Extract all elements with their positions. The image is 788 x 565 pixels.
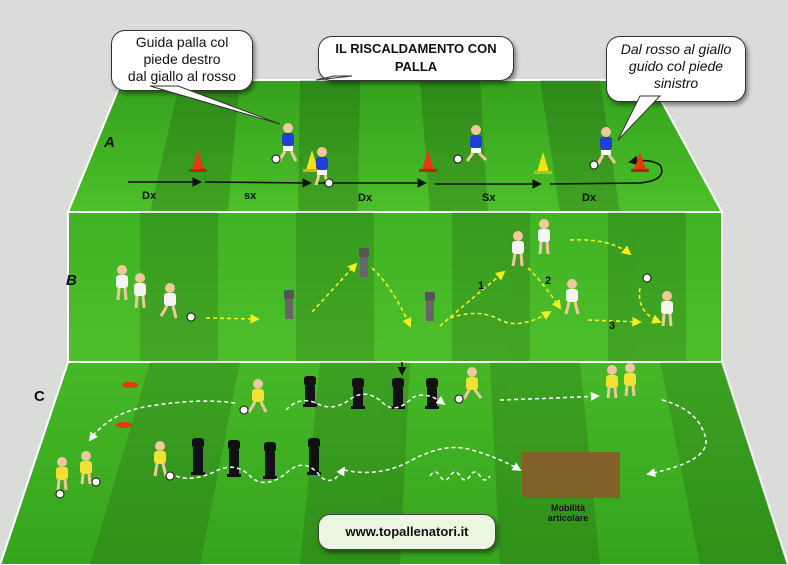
player-white (511, 231, 524, 267)
page-title: IL RISCALDAMENTO CON PALLA (335, 41, 497, 74)
row-label-b: B (66, 272, 77, 289)
step-number: 2 (545, 275, 552, 287)
marker-red (116, 422, 132, 428)
mobility-zone (522, 452, 620, 498)
ball (642, 273, 652, 283)
lane-label: Sx (482, 192, 496, 204)
mobility-line: articolare (547, 513, 589, 523)
mannequin (359, 248, 369, 277)
cone-red (419, 150, 437, 172)
website-link[interactable]: www.topallenatori.it (318, 514, 496, 550)
ball (186, 312, 196, 322)
callout-line: guido col piede (628, 58, 724, 74)
cone-red (189, 150, 207, 172)
player-white (564, 279, 580, 315)
instruction-callout-right: Dal rosso al giallo guido col piede sini… (606, 36, 746, 102)
player-blue (314, 147, 334, 188)
step-number: 1 (478, 280, 485, 292)
path-b-yellow (205, 238, 662, 328)
marker-red (122, 382, 138, 388)
player-white (134, 273, 146, 309)
mannequin (191, 438, 205, 475)
callout-line: dal giallo al rosso (127, 68, 237, 84)
lane-label: Dx (358, 192, 373, 204)
step-number: 3 (609, 320, 616, 332)
player-blue (271, 123, 298, 164)
callout-line: piede destro (143, 51, 221, 67)
player-white (661, 291, 673, 327)
player-yellow (606, 365, 618, 399)
player-yellow (454, 367, 483, 404)
mannequin (425, 292, 435, 321)
pitch-section-b (67, 211, 723, 363)
title-callout: IL RISCALDAMENTO CON PALLA (318, 36, 514, 81)
cone-yellow (303, 150, 321, 172)
mannequin (227, 440, 241, 477)
player-yellow (624, 363, 636, 397)
callout-line: Dal rosso al giallo (620, 41, 732, 57)
instruction-callout-left: Guida palla col piede destro dal giallo … (111, 30, 253, 91)
cone-red (631, 152, 649, 172)
mobility-label: Mobilità articolare (528, 503, 608, 523)
lane-label: Dx (582, 192, 597, 204)
path-c-white (88, 391, 707, 484)
player-white (538, 219, 550, 255)
row-label-a: A (104, 134, 115, 151)
mobility-line: Mobilità (551, 503, 585, 513)
callout-line: sinistro (653, 75, 699, 91)
player-white (159, 283, 178, 319)
lane-label: sx (244, 190, 257, 202)
mannequin (263, 442, 277, 479)
player-yellow (55, 457, 68, 499)
cone-yellow (534, 152, 552, 174)
player-blue (453, 125, 488, 164)
mannequin-row-top (303, 376, 439, 409)
mannequin-row-bottom (191, 438, 321, 479)
mannequin (284, 290, 294, 319)
player-blue (589, 127, 617, 170)
mannequin (303, 376, 317, 407)
player-yellow (239, 379, 268, 415)
player-yellow (80, 451, 101, 487)
row-label-c: C (34, 388, 45, 405)
callout-line: Guida palla col (135, 34, 229, 50)
mannequin (351, 378, 365, 409)
lane-label: Dx (142, 190, 157, 202)
player-white (116, 265, 128, 301)
mannequin (425, 378, 439, 409)
player-yellow (153, 441, 175, 481)
mannequin (307, 438, 321, 475)
